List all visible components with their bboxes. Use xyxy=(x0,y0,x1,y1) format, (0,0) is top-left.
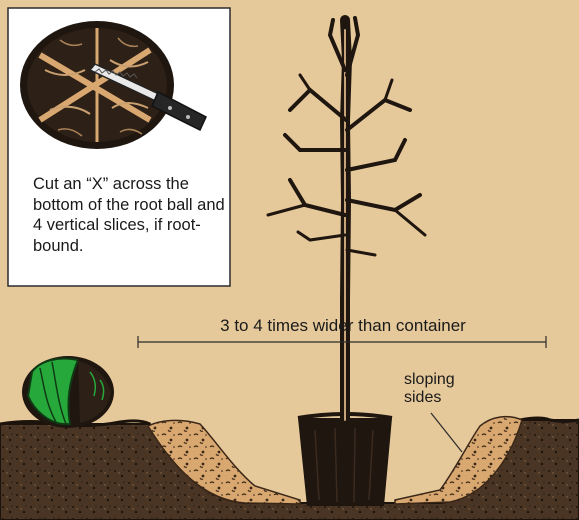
width-label: 3 to 4 times wider than container xyxy=(138,316,548,336)
root-ball-icon xyxy=(20,21,174,149)
inset-caption: Cut an “X” across the bottom of the root… xyxy=(33,174,229,256)
burlap-ball-icon xyxy=(22,356,114,428)
sloping-sides-label-line1: sloping xyxy=(404,371,455,389)
tree-icon xyxy=(268,18,425,420)
sloping-sides-label: sloping sides xyxy=(404,371,455,407)
sloping-sides-leader xyxy=(431,413,462,452)
container-root-ball xyxy=(298,414,392,506)
sloping-sides-label-line2: sides xyxy=(404,389,455,407)
